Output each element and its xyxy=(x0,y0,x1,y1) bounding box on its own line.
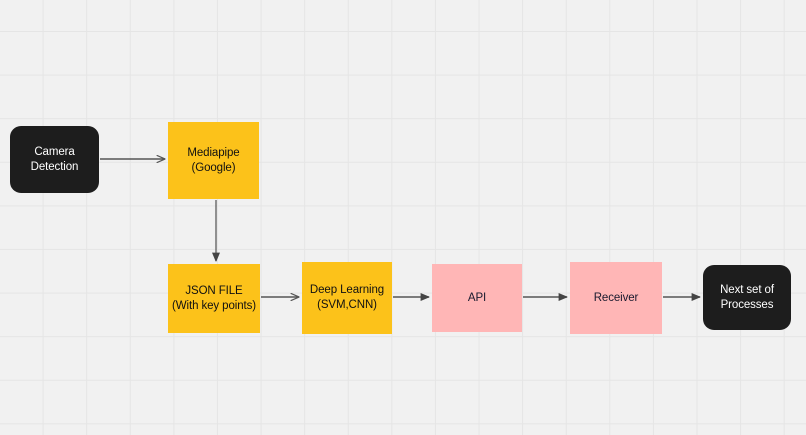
node-mediapipe-label: Mediapipe (Google) xyxy=(187,146,240,174)
node-receiver[interactable]: Receiver xyxy=(570,262,662,334)
node-api[interactable]: API xyxy=(432,264,522,332)
node-deep-learning-label: Deep Learning (SVM,CNN) xyxy=(309,284,385,311)
node-receiver-label: Receiver xyxy=(593,291,639,304)
node-deep-learning[interactable]: Deep Learning (SVM,CNN) xyxy=(302,262,392,334)
node-next-set-of-processes[interactable]: Next set of Processes xyxy=(703,265,791,330)
node-mediapipe[interactable]: Mediapipe (Google) xyxy=(168,122,259,199)
node-next-set-of-processes-label: Next set of Processes xyxy=(720,283,774,311)
node-json-file-label: JSON FILE (With key points) xyxy=(172,284,256,312)
node-api-label: API xyxy=(467,291,487,304)
node-json-file[interactable]: JSON FILE (With key points) xyxy=(168,264,260,333)
node-camera-detection-label: Camera Detection xyxy=(30,145,79,173)
node-camera-detection[interactable]: Camera Detection xyxy=(10,126,99,193)
